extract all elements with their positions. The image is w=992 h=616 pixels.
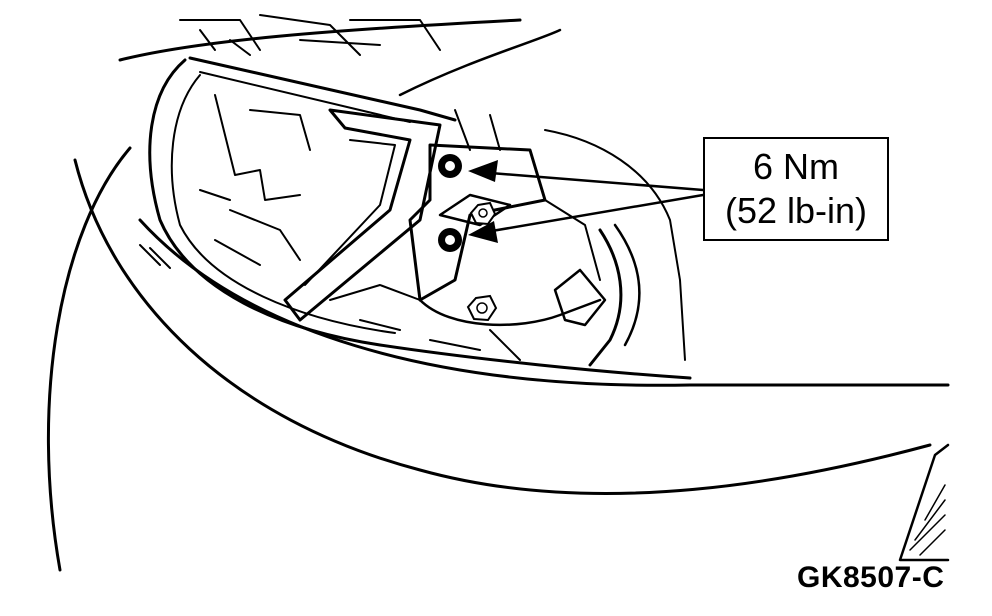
- bracket-slot: [438, 193, 512, 227]
- headlamp-housing: [148, 58, 692, 380]
- bracket-detail: [454, 109, 601, 281]
- wire-harness-2: [613, 223, 641, 347]
- wire-harness: [588, 228, 623, 367]
- torque-value: 6 Nm: [752, 146, 839, 187]
- arrow-head-upper: [468, 160, 498, 182]
- lens-frame: [283, 108, 442, 322]
- torque-value-imperial: (52 lb-in): [724, 190, 868, 231]
- adjuster-detail: [544, 129, 686, 361]
- arrow-head-lower: [468, 221, 498, 243]
- headlamp-housing-inner: [170, 74, 396, 334]
- grille-corner: [898, 443, 950, 562]
- upper-bezel-2: [199, 71, 411, 123]
- upper-bezel: [188, 56, 457, 122]
- nut-center: [469, 201, 497, 226]
- bracket-lower: [418, 298, 602, 327]
- figure-id: GK8507-C: [797, 561, 945, 594]
- hood-crease: [398, 28, 562, 97]
- nut-lower: [466, 294, 498, 322]
- bumper-lower: [73, 158, 932, 496]
- torque-callout: 6 Nm (52 lb-in): [703, 137, 889, 241]
- engine-top-detail: [179, 14, 441, 56]
- connector: [553, 268, 607, 327]
- mounting-bracket: [408, 143, 547, 302]
- hood-edge: [118, 18, 522, 62]
- bumper-lip: [139, 244, 171, 269]
- lens-frame-inner: [304, 139, 396, 286]
- bolt-lower: [438, 228, 462, 252]
- lower-detail: [329, 284, 521, 361]
- bumper-curve: [138, 218, 950, 387]
- bolt-upper: [438, 154, 462, 178]
- grille-hatch: [909, 484, 946, 556]
- leader-line-lower: [478, 193, 705, 235]
- fender-outline: [46, 146, 132, 572]
- engine-detail: [199, 94, 311, 266]
- leader-line-upper: [476, 170, 705, 192]
